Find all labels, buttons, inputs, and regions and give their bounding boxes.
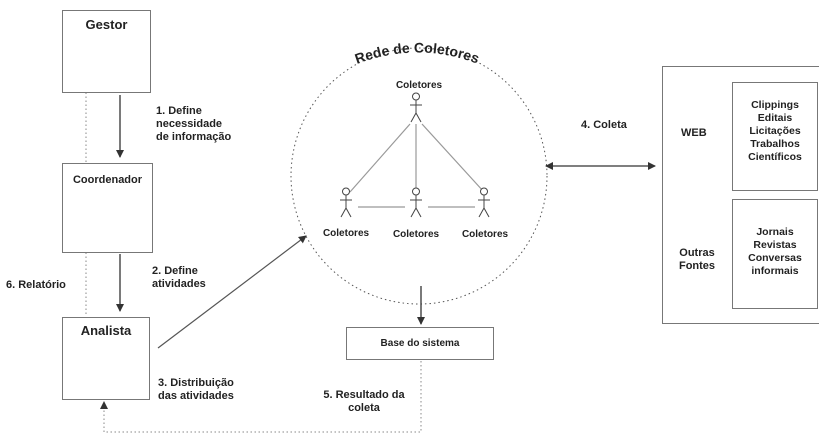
coletor-top-label: Coletores xyxy=(395,80,443,91)
network-title: Rede de Coletores xyxy=(353,39,482,66)
coletor-middle-label: Coletores xyxy=(392,229,440,240)
coletor-right-person-icon xyxy=(478,187,490,218)
coletor-left-person-icon xyxy=(340,187,352,218)
gestor-box xyxy=(62,10,151,93)
collector-network-circle xyxy=(290,47,548,305)
analista-box xyxy=(62,317,150,400)
step-4-label: 4. Coleta xyxy=(581,119,627,131)
arrow-distribuicao xyxy=(157,235,307,349)
outras-fontes-box xyxy=(732,199,818,309)
coletor-top-person-icon xyxy=(410,92,422,123)
coletor-right-label: Coletores xyxy=(461,229,509,240)
coletor-middle-person-icon xyxy=(410,187,422,218)
network-edges xyxy=(349,123,485,208)
base-do-sistema-box xyxy=(346,327,494,360)
outras-fontes-list: Jornais Revistas Conversas informais xyxy=(748,226,802,277)
base-do-sistema-label: Base do sistema xyxy=(380,338,460,349)
arrow-resultado-coleta xyxy=(100,361,422,433)
web-sources-list: Clippings Editais Licitações Trabalhos C… xyxy=(748,99,802,163)
web-label: WEB xyxy=(681,127,707,139)
coordenador-label: Coordenador xyxy=(72,174,143,186)
step-6-label: 6. Relatório xyxy=(6,279,66,291)
coletor-left-label: Coletores xyxy=(322,228,370,239)
analista-label: Analista xyxy=(80,323,132,338)
web-sources-box xyxy=(732,82,818,191)
coordenador-box xyxy=(62,163,153,253)
gestor-label: Gestor xyxy=(85,17,128,32)
